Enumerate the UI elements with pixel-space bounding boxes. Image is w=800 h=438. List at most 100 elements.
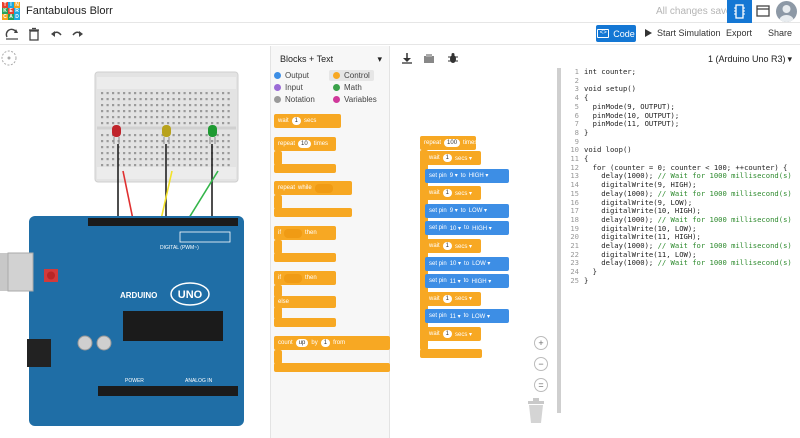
- user-avatar[interactable]: [776, 1, 797, 22]
- block-value[interactable]: 10: [298, 140, 311, 148]
- repeat-block[interactable]: repeat 100 times: [420, 136, 477, 150]
- rotate-button[interactable]: [5, 27, 19, 41]
- code-line[interactable]: delay(1000); // Wait for 1000 millisecon…: [584, 188, 792, 198]
- code-line[interactable]: pinMode(9, OUTPUT);: [584, 101, 675, 111]
- code-line[interactable]: digitalWrite(9, LOW);: [584, 197, 693, 207]
- fit-view-icon[interactable]: [1, 50, 17, 66]
- palette-wait-block[interactable]: wait 1 secs: [274, 114, 341, 128]
- code-line[interactable]: {: [584, 154, 589, 164]
- state-dropdown[interactable]: HIGH ▾: [472, 225, 492, 232]
- led-green[interactable]: [208, 125, 217, 144]
- condition-slot[interactable]: [284, 273, 302, 283]
- code-line[interactable]: int counter;: [584, 68, 636, 76]
- category-output[interactable]: Output: [274, 71, 309, 80]
- unit-dropdown[interactable]: secs ▾: [455, 296, 473, 303]
- schematic-view-button[interactable]: [756, 4, 770, 18]
- pin-dropdown[interactable]: 11 ▾: [449, 313, 461, 320]
- block-value[interactable]: 1: [291, 117, 302, 125]
- code-scrollbar[interactable]: [557, 68, 561, 413]
- redo-button[interactable]: [71, 27, 85, 41]
- share-button[interactable]: Share: [768, 28, 793, 38]
- palette-if-else-block[interactable]: if then else: [274, 271, 336, 327]
- block-value[interactable]: 1: [320, 339, 331, 347]
- zoom-out-button[interactable]: −: [534, 357, 548, 371]
- state-dropdown[interactable]: LOW ▾: [471, 313, 490, 320]
- block-value[interactable]: 1: [442, 242, 453, 250]
- code-line[interactable]: delay(1000); // Wait for 1000 millisecon…: [584, 214, 792, 224]
- count-direction[interactable]: up: [295, 339, 309, 347]
- code-line[interactable]: {: [584, 93, 589, 103]
- block-value[interactable]: 1: [442, 330, 453, 338]
- debug-button[interactable]: [447, 52, 459, 64]
- state-dropdown[interactable]: HIGH ▾: [471, 278, 492, 285]
- code-line[interactable]: digitalWrite(11, HIGH);: [584, 232, 701, 242]
- state-dropdown[interactable]: LOW ▾: [472, 261, 491, 268]
- pin-dropdown[interactable]: 10 ▾: [449, 225, 462, 232]
- upload-button[interactable]: [423, 52, 435, 64]
- palette-count-block[interactable]: count up by 1 from: [274, 336, 390, 372]
- trash-bin[interactable]: [526, 398, 546, 424]
- condition-slot[interactable]: [284, 228, 302, 238]
- zoom-reset-button[interactable]: =: [534, 378, 548, 392]
- board-select[interactable]: 1 (Arduino Uno R3) ▾: [705, 51, 795, 67]
- code-line[interactable]: for (counter = 0; counter < 100; ++count…: [584, 162, 788, 172]
- code-line[interactable]: }: [584, 127, 589, 137]
- code-line[interactable]: }: [584, 267, 597, 277]
- circuit-canvas[interactable]: UNO ARDUINO DIGITAL (PWM~) POWER ANALOG …: [0, 46, 270, 438]
- pin-dropdown[interactable]: 9 ▾: [449, 208, 458, 215]
- code-line[interactable]: delay(1000); // Wait for 1000 millisecon…: [584, 258, 792, 268]
- design-title[interactable]: Fantabulous Blorr: [26, 5, 113, 17]
- pin-dropdown[interactable]: 11 ▾: [449, 278, 461, 285]
- category-math[interactable]: Math: [333, 83, 362, 92]
- code-line[interactable]: digitalWrite(9, HIGH);: [584, 180, 697, 190]
- category-notation[interactable]: Notation: [274, 95, 315, 104]
- editor-mode-select[interactable]: Blocks + Text ▾: [276, 51, 386, 67]
- undo-button[interactable]: [49, 27, 63, 41]
- block-value[interactable]: 1: [442, 189, 453, 198]
- code-line[interactable]: delay(1000); // Wait for 1000 millisecon…: [584, 241, 792, 251]
- code-line[interactable]: void setup(): [584, 84, 636, 94]
- pin-dropdown[interactable]: 10 ▾: [449, 261, 462, 268]
- code-line[interactable]: pinMode(10, OUTPUT);: [584, 110, 680, 120]
- code-line[interactable]: digitalWrite(11, LOW);: [584, 249, 697, 259]
- block-value[interactable]: 1: [442, 154, 453, 162]
- code-line[interactable]: digitalWrite(10, LOW);: [584, 223, 697, 233]
- repeat-count[interactable]: 100: [444, 139, 461, 147]
- unit-dropdown[interactable]: secs ▾: [455, 331, 473, 338]
- state-dropdown[interactable]: HIGH ▾: [468, 173, 489, 180]
- start-simulation-button[interactable]: Start Simulation: [645, 28, 721, 38]
- code-line[interactable]: digitalWrite(10, HIGH);: [584, 206, 701, 216]
- arduino-uno-board[interactable]: UNO ARDUINO DIGITAL (PWM~) POWER ANALOG …: [0, 216, 244, 426]
- palette-repeat-block[interactable]: repeat 10 times: [274, 137, 336, 173]
- condition-slot[interactable]: [314, 183, 333, 193]
- palette-repeat-while-block[interactable]: repeat while: [274, 181, 352, 217]
- zoom-in-button[interactable]: +: [534, 336, 548, 350]
- category-control[interactable]: Control: [329, 70, 374, 81]
- code-line[interactable]: delay(1000); // Wait for 1000 millisecon…: [584, 171, 792, 181]
- code-editor[interactable]: int counter; void setup(){ pinMode(9, OU…: [584, 68, 799, 286]
- export-button[interactable]: Export: [726, 28, 753, 38]
- palette-if-block[interactable]: if then: [274, 226, 336, 262]
- code-line[interactable]: }: [584, 275, 589, 285]
- block-value[interactable]: 1: [442, 294, 453, 303]
- category-variables[interactable]: Variables: [333, 95, 377, 104]
- state-dropdown[interactable]: LOW ▾: [468, 208, 488, 215]
- led-yellow[interactable]: [162, 125, 171, 144]
- delete-button[interactable]: [27, 27, 41, 41]
- code-line[interactable]: pinMode(11, OUTPUT);: [584, 119, 680, 129]
- tinkercad-logo[interactable]: T I N K E R C A D: [2, 2, 20, 20]
- download-button[interactable]: [401, 52, 413, 64]
- unit-dropdown[interactable]: secs ▾: [455, 190, 473, 197]
